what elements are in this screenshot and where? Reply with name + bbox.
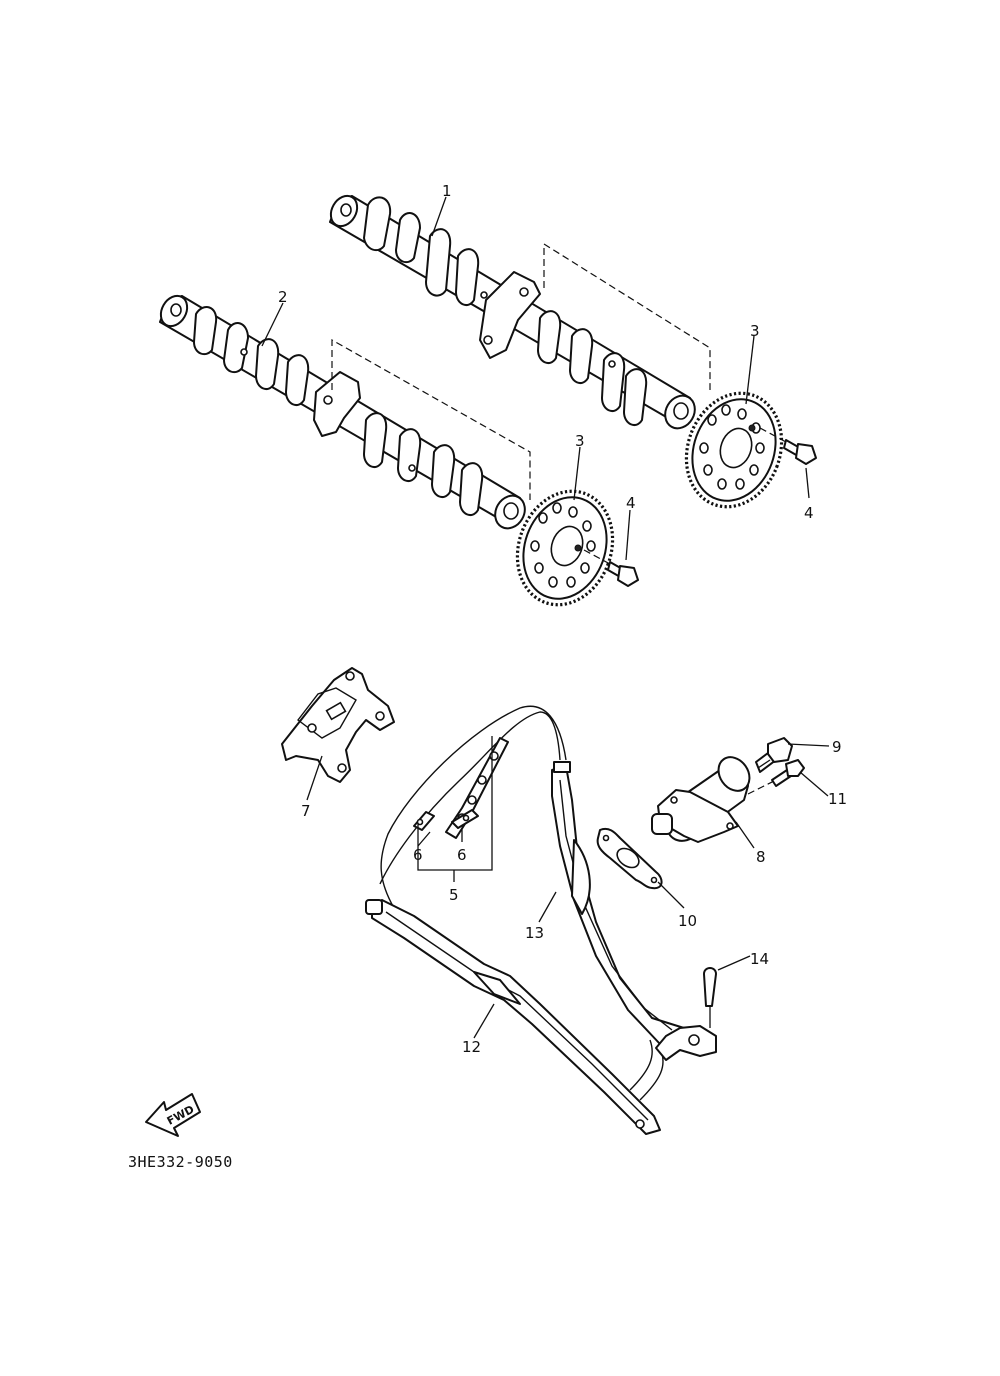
cam-sprocket-lower xyxy=(515,489,615,607)
alignment-line-lower xyxy=(331,338,531,500)
callout-6-right: 6 xyxy=(457,846,467,864)
callout-3-lower: 3 xyxy=(575,432,585,450)
callout-2: 2 xyxy=(278,288,288,306)
chain-guide-top-7 xyxy=(281,667,395,783)
tensioner-bolt-axis xyxy=(747,779,777,795)
callout-9: 9 xyxy=(832,738,842,756)
tensioner-cap-bolt-9 xyxy=(755,737,793,773)
forward-direction-arrow: FWD xyxy=(145,1093,201,1137)
cam-sprocket-upper xyxy=(684,391,784,509)
callout-6-left: 6 xyxy=(413,846,423,864)
bolt-axis-lower xyxy=(583,549,611,565)
guide-pivot-bolt-14 xyxy=(655,967,717,1061)
leader-lines xyxy=(261,196,830,1039)
diagram-code: 3HE332-9050 xyxy=(128,1153,233,1171)
callout-3-upper: 3 xyxy=(750,322,760,340)
camshaft-1 xyxy=(329,194,696,430)
chain-pin-6b xyxy=(451,809,479,829)
cam-chain-loop xyxy=(379,705,664,1101)
tensioner-gasket-10 xyxy=(596,828,663,890)
callout-8: 8 xyxy=(756,848,766,866)
callout-13: 13 xyxy=(525,924,544,942)
callout-4-upper: 4 xyxy=(804,504,814,522)
bolt-upper-sprocket xyxy=(783,439,817,465)
callout-10: 10 xyxy=(678,912,697,930)
bolt-axis-upper xyxy=(759,427,787,443)
chain-plate-6a xyxy=(413,811,435,831)
callout-5: 5 xyxy=(449,886,459,904)
callouts: 1 2 3 3 4 4 5 6 6 7 8 9 10 11 12 13 14 xyxy=(278,182,847,1056)
camshaft-2 xyxy=(159,294,526,530)
tensioner-bolt-11 xyxy=(771,759,805,787)
callout-7: 7 xyxy=(301,802,311,820)
chain-tensioner-8 xyxy=(651,756,751,843)
callout-4-lower: 4 xyxy=(626,494,636,512)
callout-1: 1 xyxy=(442,182,452,200)
callout-12: 12 xyxy=(462,1038,481,1056)
callout-14: 14 xyxy=(750,950,769,968)
chain-guide-12 xyxy=(365,899,661,1135)
callout-11: 11 xyxy=(828,790,847,808)
bolt-lower-sprocket xyxy=(607,561,639,587)
alignment-line-upper xyxy=(543,242,711,390)
